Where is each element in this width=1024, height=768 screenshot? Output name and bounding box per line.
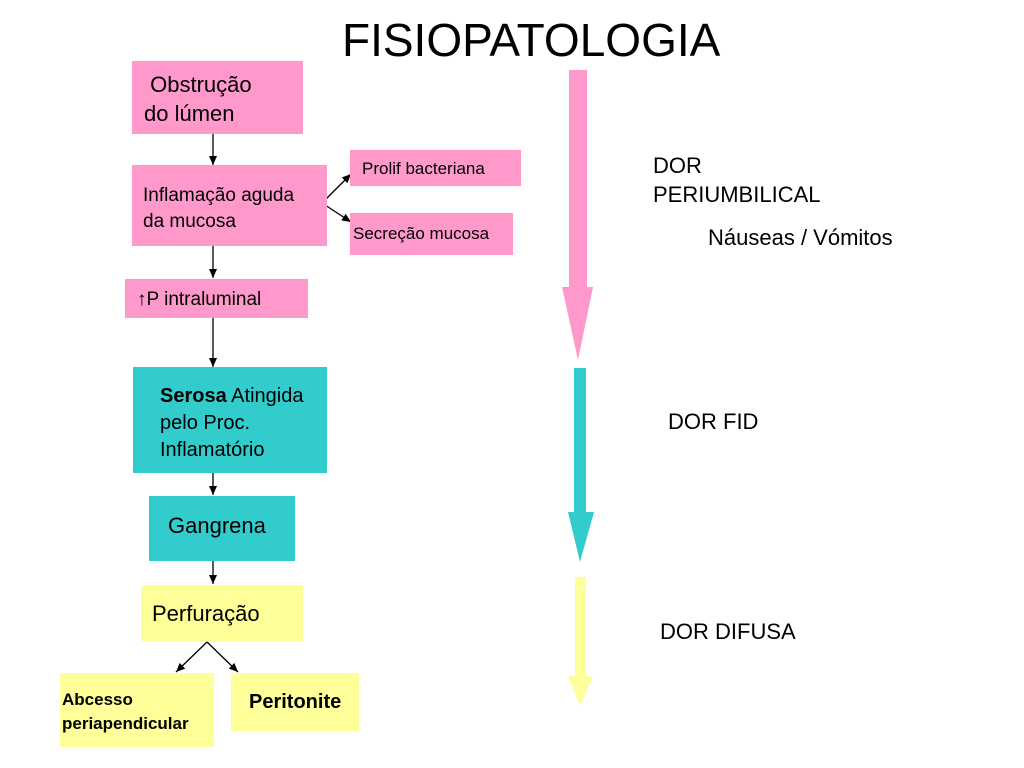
yellow-pain-arrow [568, 577, 593, 706]
label-dor-periumbilical-line1: DOR [653, 153, 702, 178]
box-inflamacao [132, 165, 327, 246]
label-pressao: ↑P intraluminal [137, 289, 262, 310]
label-serosa-line1: Serosa Atingida [160, 384, 303, 408]
label-nauseas: Náuseas / Vómitos [708, 225, 893, 250]
label-secrecao: Secreção mucosa [353, 224, 490, 243]
arrow-perfuracao-peritonite [206, 641, 239, 673]
label-serosa-line3: Inflamatório [160, 439, 265, 461]
label-gangrena: Gangrena [168, 513, 266, 538]
label-serosa-rest: Atingida [226, 385, 304, 407]
box-secrecao [350, 213, 513, 255]
box-pressao [125, 279, 308, 318]
label-prolif: Prolif bacteriana [362, 159, 485, 178]
teal-pain-arrow [568, 368, 594, 562]
label-obstrucao-line1: Obstrução [144, 72, 252, 97]
box-gangrena [149, 496, 295, 561]
box-obstrucao [132, 61, 303, 134]
label-dor-fid: DOR FID [668, 409, 759, 434]
box-perfuracao [141, 585, 303, 641]
box-abcesso [60, 673, 214, 747]
label-abcesso-line2: periapendicular [62, 714, 189, 733]
box-serosa [133, 367, 327, 473]
label-serosa-line2: pelo Proc. [160, 412, 251, 434]
label-inflamacao-line2: da mucosa [143, 211, 236, 232]
label-obstrucao-line2: do lúmen [144, 101, 235, 126]
label-abcesso-line1: Abcesso [62, 690, 133, 709]
pink-pain-arrow [562, 70, 593, 360]
label-serosa-bold: Serosa [160, 385, 227, 407]
arrow-perfuracao-abcesso [175, 641, 208, 673]
label-dor-periumbilical-line2: PERIUMBILICAL [653, 182, 821, 207]
label-inflamacao-line1: Inflamação aguda [143, 185, 295, 206]
page-title: FISIOPATOLOGIA [342, 14, 721, 66]
label-dor-difusa: DOR DIFUSA [660, 619, 796, 644]
box-peritonite [231, 673, 359, 731]
box-prolif [350, 150, 521, 186]
label-peritonite: Peritonite [249, 691, 342, 713]
label-perfuracao: Perfuração [152, 601, 260, 626]
